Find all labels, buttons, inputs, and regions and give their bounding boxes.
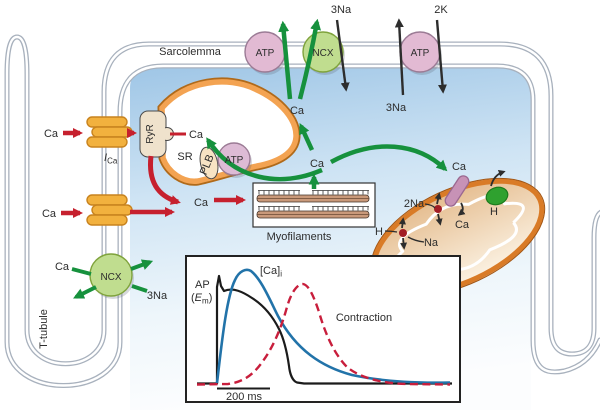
mito-ca-uniporter bbox=[444, 175, 470, 207]
label-ca-mito-entry: Ca bbox=[452, 161, 467, 173]
l-type-ca-channel-upper bbox=[86, 116, 133, 148]
label-myofilaments: Myofilaments bbox=[267, 231, 332, 243]
label-atp-ca-pump: ATP bbox=[256, 48, 275, 59]
label-ca-ncx-bottom: Ca bbox=[55, 261, 70, 273]
label-3na-bottom: 3Na bbox=[147, 290, 168, 302]
label-3na-top: 3Na bbox=[331, 4, 352, 16]
label-3na-mid: 3Na bbox=[386, 102, 407, 114]
label-contraction: Contraction bbox=[336, 312, 392, 324]
label-sr: SR bbox=[177, 151, 192, 163]
label-atp-nak-pump: ATP bbox=[411, 48, 430, 59]
ca-flux-arrows-green bbox=[71, 18, 448, 299]
ca-to-mito-arrow bbox=[329, 144, 448, 172]
inset-labels: AP (Em) [Ca]i Contraction 200 ms bbox=[191, 265, 392, 403]
label-scale-200ms: 200 ms bbox=[226, 391, 263, 403]
label-ica: ICa bbox=[104, 152, 118, 166]
label-t-tubule: T-tubule bbox=[38, 309, 50, 349]
label-ca-subsarcolemma: Ca bbox=[290, 105, 305, 117]
inset-graph bbox=[185, 255, 461, 403]
label-ryr: RyR bbox=[145, 124, 156, 143]
label-2na-mito: 2Na bbox=[404, 198, 425, 210]
label-ca-influx-lower: Ca bbox=[42, 208, 57, 220]
label-ncx-bottom: NCX bbox=[100, 272, 121, 283]
ca-flux-arrows-red bbox=[61, 128, 246, 218]
label-na-mito: Na bbox=[424, 237, 439, 249]
label-2k: 2K bbox=[434, 4, 448, 16]
myofilaments bbox=[252, 182, 376, 228]
label-h-mito-pump: H bbox=[490, 206, 498, 218]
label-ap: AP bbox=[195, 279, 210, 291]
label-ncx-top: NCX bbox=[312, 48, 333, 59]
serca-reuptake-arrow bbox=[206, 137, 323, 182]
label-cai: [Ca]i bbox=[260, 265, 282, 279]
label-em: (Em) bbox=[191, 292, 212, 306]
label-atp-serca: ATP bbox=[225, 155, 244, 166]
label-ca-sr-release: Ca bbox=[189, 129, 204, 141]
plb bbox=[199, 146, 219, 180]
labels: 3Na 2K Sarcolemma ATP NCX ATP Ca 3Na Ca … bbox=[38, 4, 498, 349]
label-ca-in-mito: Ca bbox=[455, 219, 470, 231]
label-ca-cytosolic: Ca bbox=[194, 197, 209, 209]
label-sarcolemma: Sarcolemma bbox=[159, 46, 222, 58]
mito-exchanger-dot bbox=[434, 205, 442, 213]
mito-ion-arrows bbox=[384, 170, 506, 250]
ryr-channel bbox=[139, 110, 174, 158]
mito-h-pump bbox=[485, 186, 509, 206]
contraction-trace bbox=[196, 282, 451, 386]
label-ca-influx-upper: Ca bbox=[44, 128, 59, 140]
label-ca-hub: Ca bbox=[310, 158, 325, 170]
label-h-mito-left: H bbox=[375, 226, 383, 238]
membrane-outline bbox=[4, 34, 600, 388]
mito-exchanger-dot bbox=[399, 229, 407, 237]
na-k-flux-arrows bbox=[335, 18, 447, 96]
inset-box bbox=[185, 255, 461, 403]
l-type-ca-channel-lower bbox=[86, 194, 133, 226]
sarcoplasmic-reticulum bbox=[157, 77, 301, 186]
serca-atp bbox=[217, 142, 251, 176]
